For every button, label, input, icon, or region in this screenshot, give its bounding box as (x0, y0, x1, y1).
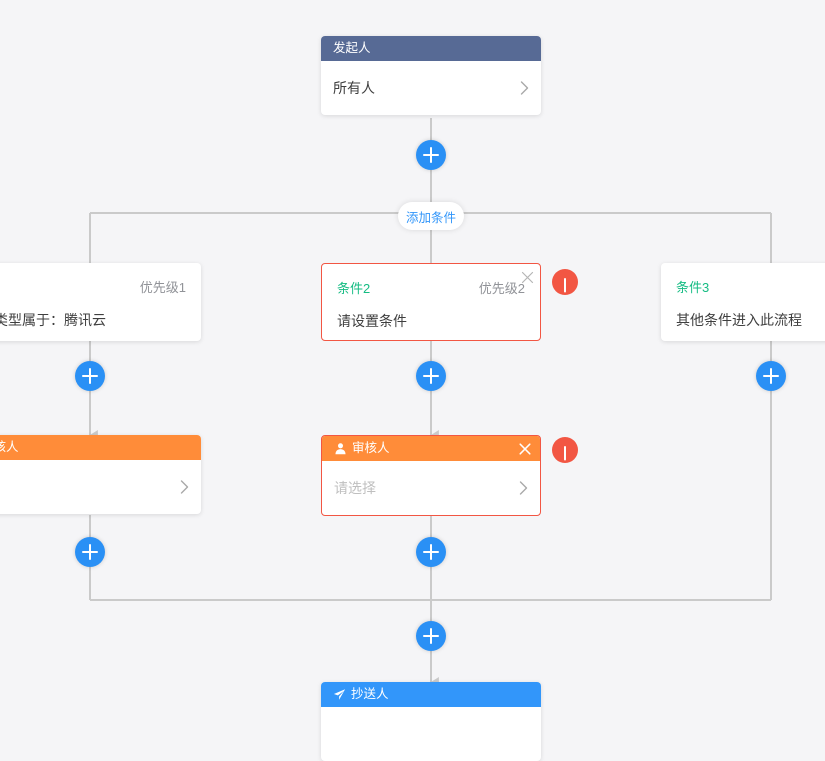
condition-priority-1: 优先级1 (139, 280, 186, 295)
paper-plane-icon (333, 689, 346, 700)
add-node-button-branch-1-bottom[interactable] (75, 537, 105, 567)
cc-node-body[interactable] (321, 707, 541, 761)
add-node-button-branch-3-top[interactable] (756, 361, 786, 391)
cc-node-title: 抄送人 (351, 687, 389, 701)
add-condition-label: 添加条件 (405, 210, 456, 225)
add-condition-button[interactable]: 添加条件 (398, 202, 464, 230)
chevron-right-icon (519, 481, 528, 495)
approver-node-1[interactable]: 审核人 马八 (0, 435, 201, 514)
close-icon[interactable] (521, 271, 534, 284)
condition-card-3[interactable]: 条件3 优先 其他条件进入此流程 (661, 263, 825, 341)
approver-node-1-header: 审核人 (0, 435, 201, 460)
initiator-node-title: 发起人 (333, 41, 371, 55)
approver-node-2[interactable]: 审核人 请选择 (321, 435, 541, 516)
initiator-node[interactable]: 发起人 所有人 (321, 36, 541, 115)
user-icon (335, 443, 346, 455)
cc-node-header: 抄送人 (321, 682, 541, 707)
condition-priority-2: 优先级2 (478, 281, 525, 296)
add-node-button-before-cc[interactable] (416, 621, 446, 651)
condition-description-2: 请设置条件 (337, 313, 407, 329)
close-icon[interactable] (519, 442, 531, 455)
initiator-node-body[interactable]: 所有人 (321, 61, 541, 115)
approver-node-1-body[interactable]: 马八 (0, 460, 201, 514)
initiator-node-header: 发起人 (321, 36, 541, 61)
error-badge-approver-2 (552, 437, 578, 463)
add-node-button-branch-1-top[interactable] (75, 361, 105, 391)
condition-description-1: 账户类型属于：腾讯云 (0, 312, 106, 328)
chevron-right-icon (180, 480, 189, 494)
approver-1-value: 马八 (0, 477, 172, 497)
chevron-right-icon (520, 81, 529, 95)
condition-card-2[interactable]: 条件2 优先级2 请设置条件 (321, 263, 541, 341)
workflow-canvas: 发起人 所有人 添加条件 条件1 优先级1 账户类型属于：腾讯云 条件2 优 (0, 0, 825, 707)
error-badge-condition-2 (552, 269, 578, 295)
condition-name-2: 条件2 (337, 281, 371, 296)
condition-name-3: 条件3 (676, 280, 710, 295)
approver-node-2-title: 审核人 (352, 441, 390, 455)
approver-2-value: 请选择 (334, 480, 376, 496)
condition-card-1[interactable]: 条件1 优先级1 账户类型属于：腾讯云 (0, 263, 201, 341)
add-node-button-branch-2-bottom[interactable] (416, 537, 446, 567)
approver-node-1-title: 审核人 (0, 440, 19, 454)
approver-node-2-header: 审核人 (322, 436, 540, 461)
add-node-button-branch-2-top[interactable] (416, 361, 446, 391)
cc-node[interactable]: 抄送人 (321, 682, 541, 761)
condition-description-3: 其他条件进入此流程 (676, 312, 802, 328)
add-node-button-root[interactable] (416, 140, 446, 170)
initiator-value: 所有人 (333, 80, 375, 96)
approver-node-2-body[interactable]: 请选择 (322, 461, 540, 515)
